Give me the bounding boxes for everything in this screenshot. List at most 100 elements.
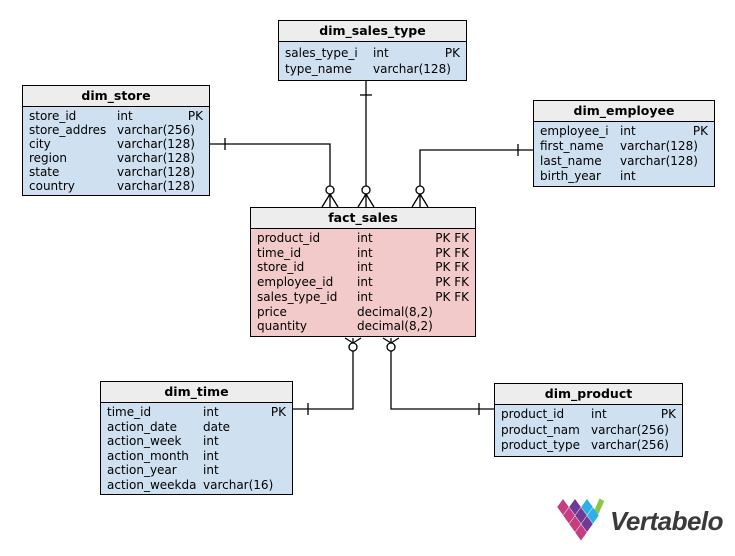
column-row: state varchar(128) bbox=[23, 165, 209, 179]
table-dim-time[interactable]: dim_time time_id int PK action_date date… bbox=[100, 381, 293, 495]
table-dim-sales-type[interactable]: dim_sales_type sales_type_i int PK type_… bbox=[278, 20, 467, 81]
column-name: store_addres bbox=[29, 123, 107, 137]
column-name: action_date bbox=[107, 419, 177, 434]
column-keys bbox=[456, 61, 460, 77]
column-keys bbox=[672, 423, 676, 439]
column-keys: PK FK bbox=[435, 245, 469, 260]
column-keys bbox=[199, 179, 203, 193]
table-title: fact_sales bbox=[251, 208, 475, 229]
column-keys: PK bbox=[444, 46, 460, 60]
column-keys: PK FK bbox=[435, 289, 469, 304]
column-keys: PK FK bbox=[435, 260, 469, 275]
table-dim-employee[interactable]: dim_employee employee_i int PK first_nam… bbox=[533, 100, 715, 187]
column-name: birth_year bbox=[540, 169, 601, 183]
column-keys bbox=[704, 154, 708, 169]
zero-or-many-circle bbox=[348, 342, 358, 352]
column-name: price bbox=[257, 304, 287, 319]
table-fact-sales[interactable]: fact_sales product_id int PK FK time_id … bbox=[250, 207, 476, 337]
relationship-dim-time-fact-sales[interactable] bbox=[293, 337, 362, 415]
column-name: region bbox=[29, 151, 67, 165]
column-type: int bbox=[591, 407, 607, 421]
column-keys bbox=[282, 478, 286, 493]
column-name: quantity bbox=[257, 319, 308, 334]
column-row: time_id int PK bbox=[101, 405, 292, 420]
column-row: region varchar(128) bbox=[23, 151, 209, 165]
column-row: sales_type_id int PK FK bbox=[251, 290, 475, 305]
relationship-dim-store-fact-sales[interactable] bbox=[210, 138, 339, 208]
column-keys: PK bbox=[692, 124, 708, 138]
column-name: last_name bbox=[540, 154, 602, 168]
column-row: product_id int PK FK bbox=[251, 231, 475, 246]
column-row: product_id int PK bbox=[495, 407, 682, 423]
column-keys: PK FK bbox=[435, 231, 469, 245]
column-row: birth_year int bbox=[534, 169, 714, 184]
column-type: varchar(128) bbox=[117, 165, 195, 179]
column-row: quantity decimal(8,2) bbox=[251, 319, 475, 334]
table-columns: employee_i int PK first_name varchar(128… bbox=[534, 122, 714, 186]
relationship-dim-product-fact-sales[interactable] bbox=[382, 337, 494, 415]
column-row: sales_type_i int PK bbox=[279, 45, 466, 61]
column-name: time_id bbox=[257, 245, 302, 260]
column-type: varchar(128) bbox=[117, 137, 195, 151]
column-type: int bbox=[373, 46, 389, 60]
vertabelo-logo-mark bbox=[557, 498, 605, 540]
column-name: action_week bbox=[107, 434, 182, 448]
column-type: decimal(8,2) bbox=[357, 319, 433, 334]
column-row: store_addres varchar(256) bbox=[23, 123, 209, 137]
column-type: int bbox=[620, 169, 636, 183]
crow-foot bbox=[411, 193, 429, 208]
column-type: varchar(128) bbox=[373, 62, 451, 76]
table-title: dim_store bbox=[23, 86, 209, 107]
column-row: product_nam varchar(256) bbox=[495, 423, 682, 439]
column-type: int bbox=[203, 448, 219, 463]
column-type: int bbox=[357, 289, 373, 304]
column-keys bbox=[199, 151, 203, 165]
column-type: int bbox=[117, 109, 133, 123]
column-row: type_name varchar(128) bbox=[279, 61, 466, 77]
relationship-dim-employee-fact-sales[interactable] bbox=[411, 144, 533, 208]
relationship-dim-sales-type-fact-sales[interactable] bbox=[357, 81, 375, 208]
column-type: varchar(256) bbox=[591, 422, 669, 437]
table-columns: store_id int PK store_addres varchar(256… bbox=[23, 107, 209, 195]
table-title: dim_time bbox=[101, 382, 292, 403]
column-name: product_id bbox=[257, 231, 321, 245]
vertabelo-logo: Vertabelo bbox=[556, 497, 724, 545]
column-name: action_year bbox=[107, 463, 177, 477]
column-name: store_id bbox=[29, 109, 77, 123]
column-keys bbox=[465, 305, 469, 320]
column-type: date bbox=[203, 419, 231, 434]
column-type: decimal(8,2) bbox=[357, 304, 433, 319]
column-type: int bbox=[357, 231, 373, 245]
column-keys: PK bbox=[187, 109, 203, 123]
table-title: dim_sales_type bbox=[279, 21, 466, 42]
zero-or-many-circle bbox=[325, 185, 335, 195]
column-type: int bbox=[620, 124, 636, 138]
column-keys: PK bbox=[660, 407, 676, 421]
relationship-line bbox=[419, 149, 533, 186]
column-keys bbox=[282, 463, 286, 478]
column-row: action_date date bbox=[101, 420, 292, 435]
column-name: city bbox=[29, 137, 51, 151]
vertabelo-logo-text: Vertabelo bbox=[610, 506, 724, 536]
zero-or-many-circle bbox=[415, 185, 425, 195]
table-columns: time_id int PK action_date date action_w… bbox=[101, 403, 292, 494]
column-row: action_week int bbox=[101, 434, 292, 449]
table-title: dim_employee bbox=[534, 101, 714, 122]
table-dim-store[interactable]: dim_store store_id int PK store_addres v… bbox=[22, 85, 210, 196]
column-type: varchar(128) bbox=[117, 151, 195, 165]
column-row: city varchar(128) bbox=[23, 137, 209, 151]
relationship-line bbox=[210, 143, 331, 186]
column-row: first_name varchar(128) bbox=[534, 139, 714, 154]
column-name: action_month bbox=[107, 448, 189, 463]
column-type: varchar(128) bbox=[620, 139, 698, 153]
column-name: product_type bbox=[501, 438, 580, 452]
column-keys bbox=[282, 434, 286, 449]
crow-foot bbox=[357, 193, 375, 208]
column-keys bbox=[199, 123, 203, 137]
crow-foot bbox=[382, 337, 400, 344]
table-dim-product[interactable]: dim_product product_id int PK product_na… bbox=[494, 383, 683, 457]
column-name: product_id bbox=[501, 407, 565, 421]
column-name: state bbox=[29, 165, 60, 179]
column-type: varchar(256) bbox=[591, 438, 669, 452]
